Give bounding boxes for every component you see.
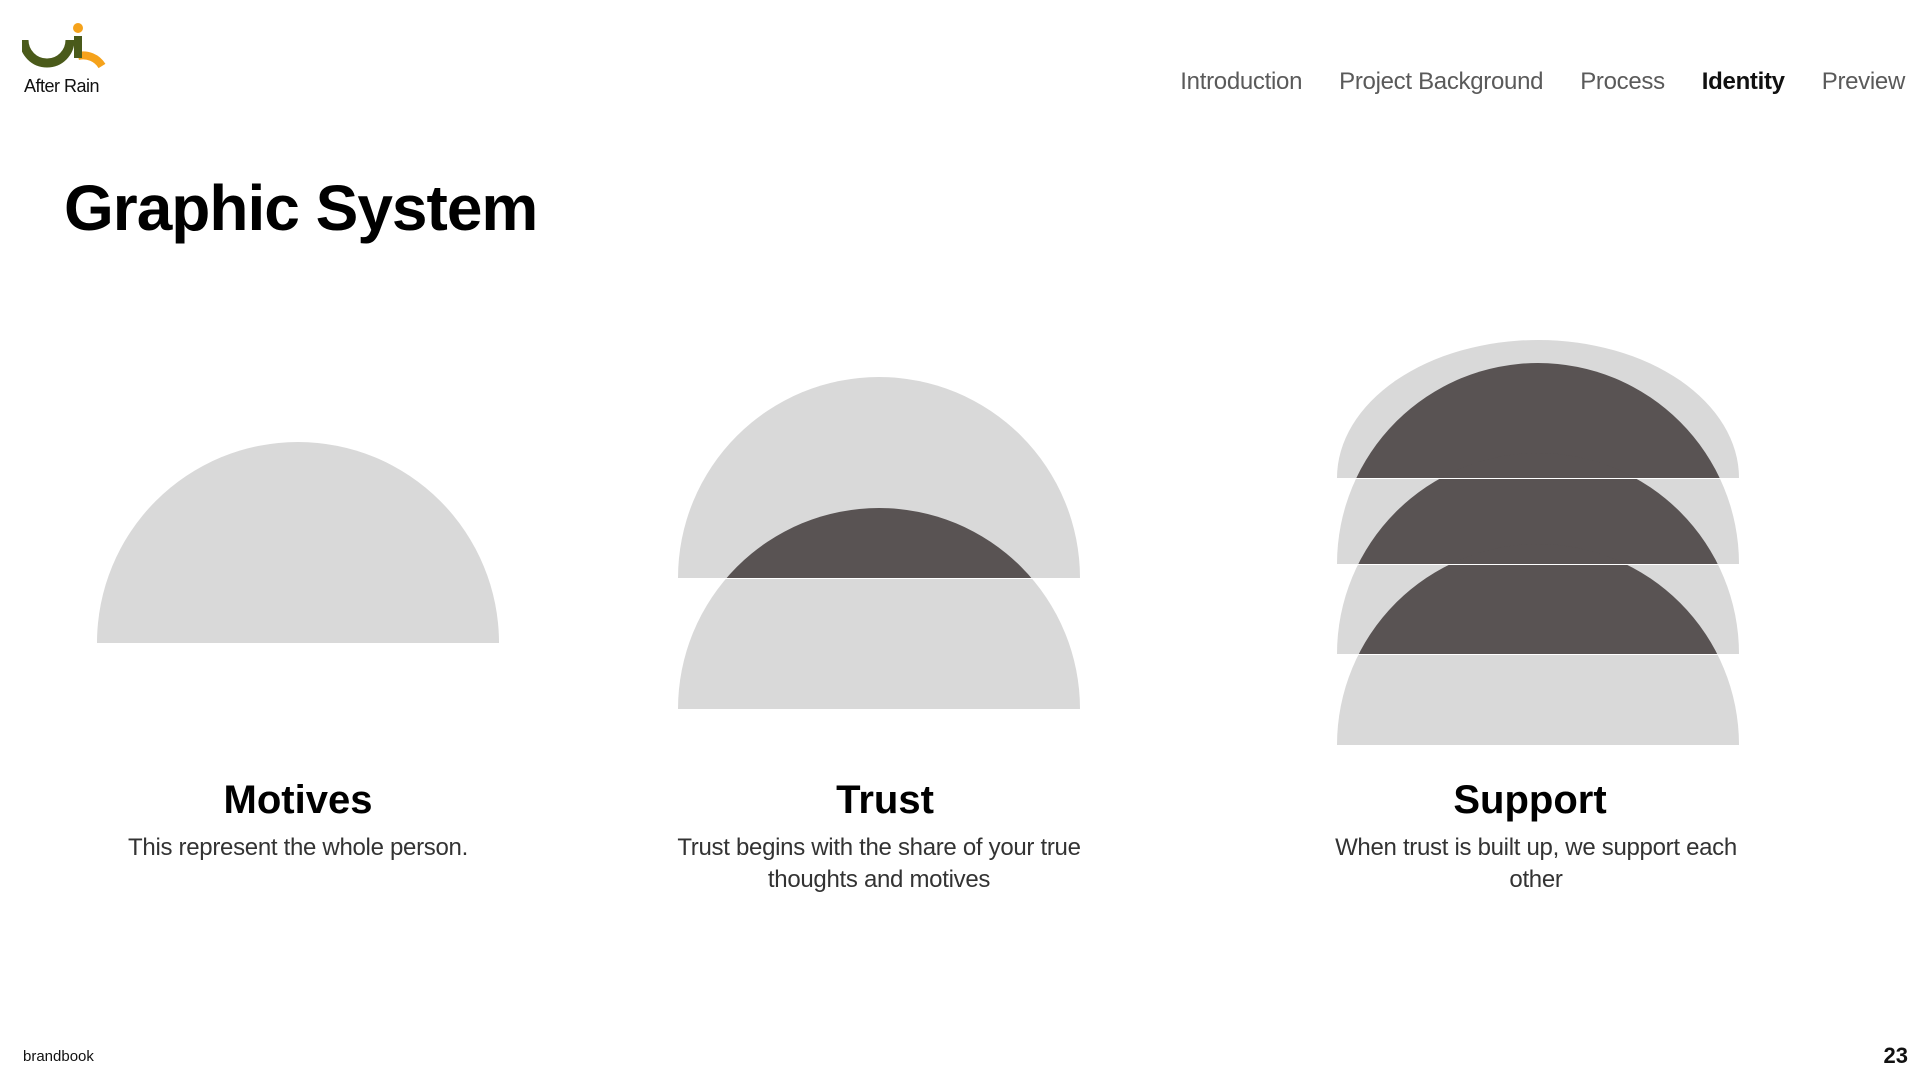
top-navigation: Introduction Project Background Process … — [1180, 68, 1905, 96]
motives-half-circle — [97, 442, 499, 643]
nav-item-process[interactable]: Process — [1580, 68, 1665, 95]
nav-item-preview[interactable]: Preview — [1821, 68, 1906, 95]
card-desc-motives: This represent the whole person. — [128, 834, 468, 861]
brand-logo: After Rain — [22, 22, 112, 98]
card-title-trust: Trust — [836, 778, 934, 822]
card-title-motives: Motives — [223, 778, 373, 822]
page-title: Graphic System — [64, 172, 538, 244]
page-number: 23 — [1883, 1043, 1908, 1068]
card-desc-support: When trust is built up, we support each … — [1335, 834, 1737, 893]
trust-graphic — [678, 377, 1080, 709]
brand-name: After Rain — [24, 76, 100, 96]
nav-item-identity[interactable]: Identity — [1701, 68, 1785, 95]
card-desc-trust: Trust begins with the share of your true… — [677, 834, 1081, 893]
nav-item-project-background[interactable]: Project Background — [1339, 68, 1544, 95]
trust-upper-half-circle — [678, 377, 1080, 578]
motives-graphic — [97, 442, 499, 643]
footer-label: brandbook — [23, 1048, 94, 1065]
nav-item-introduction[interactable]: Introduction — [1180, 68, 1303, 95]
card-title-support: Support — [1453, 778, 1607, 822]
after-rain-logo-icon — [22, 23, 106, 69]
support-graphic — [1337, 340, 1739, 745]
